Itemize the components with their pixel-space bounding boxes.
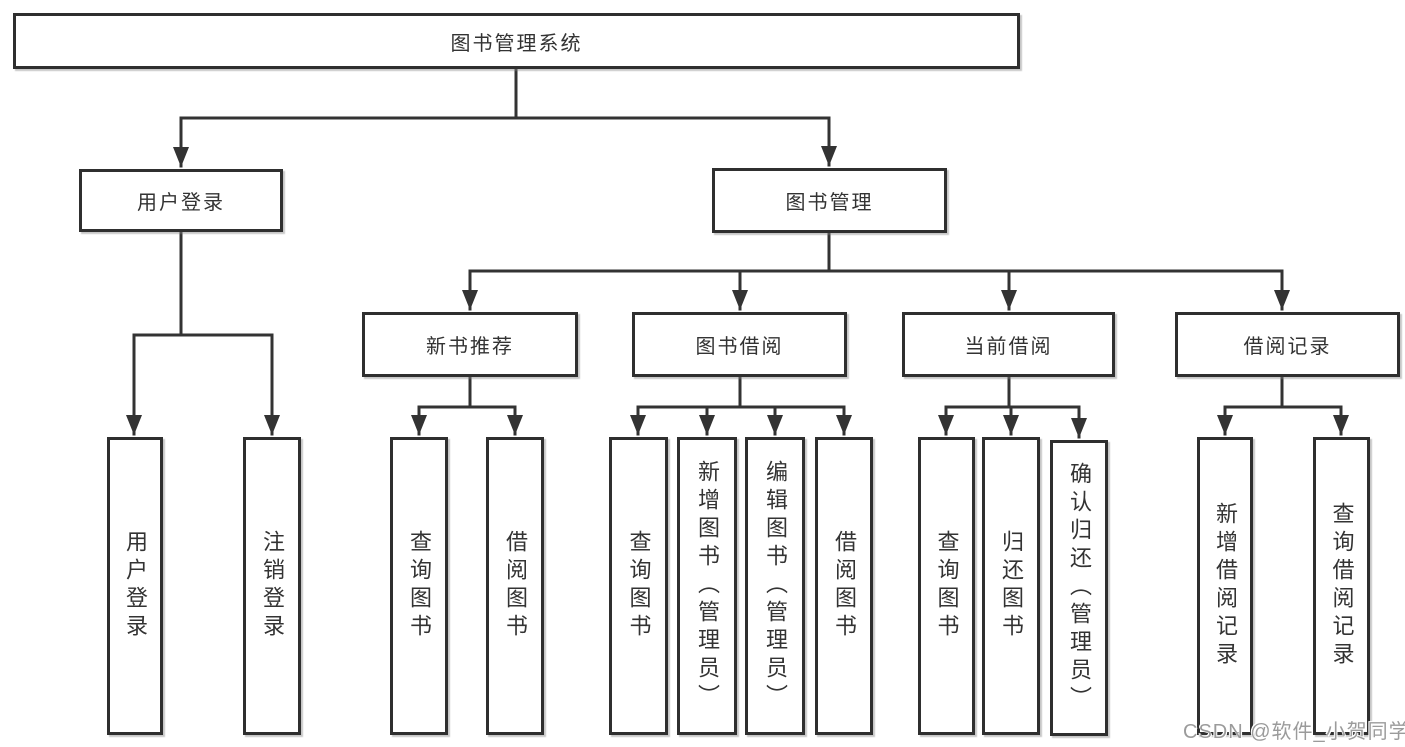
node-user-login: 用户登录 <box>79 169 283 232</box>
node-leaf-edit-books-admin: 编辑图书（管理员） <box>745 437 805 735</box>
node-borrowing-records: 借阅记录 <box>1175 312 1400 377</box>
node-leaf-return-books: 归还图书 <box>982 437 1040 735</box>
node-current-borrowing: 当前借阅 <box>902 312 1115 377</box>
csdn-watermark: CSDN @软件_小贺同学 <box>1183 721 1405 743</box>
node-new-book-recommendation: 新书推荐 <box>362 312 578 377</box>
node-leaf-query-borrow-record: 查询借阅记录 <box>1313 437 1370 735</box>
node-leaf-query-books-borrowing: 查询图书 <box>609 437 668 735</box>
node-leaf-borrow-books: 借阅图书 <box>815 437 873 735</box>
node-leaf-add-borrow-record: 新增借阅记录 <box>1197 437 1253 735</box>
node-book-management: 图书管理 <box>712 168 947 233</box>
node-leaf-borrow-books-recommend: 借阅图书 <box>486 437 544 735</box>
node-leaf-user-login: 用户登录 <box>107 437 163 735</box>
node-book-borrowing: 图书借阅 <box>632 312 847 377</box>
node-leaf-query-books-current: 查询图书 <box>918 437 975 735</box>
node-leaf-add-books-admin: 新增图书（管理员） <box>677 437 737 735</box>
node-leaf-confirm-return-admin: 确认归还（管理员） <box>1050 440 1108 736</box>
node-leaf-query-books-recommend: 查询图书 <box>390 437 448 735</box>
node-library-system-root: 图书管理系统 <box>13 13 1020 69</box>
node-leaf-logout: 注销登录 <box>243 437 301 735</box>
